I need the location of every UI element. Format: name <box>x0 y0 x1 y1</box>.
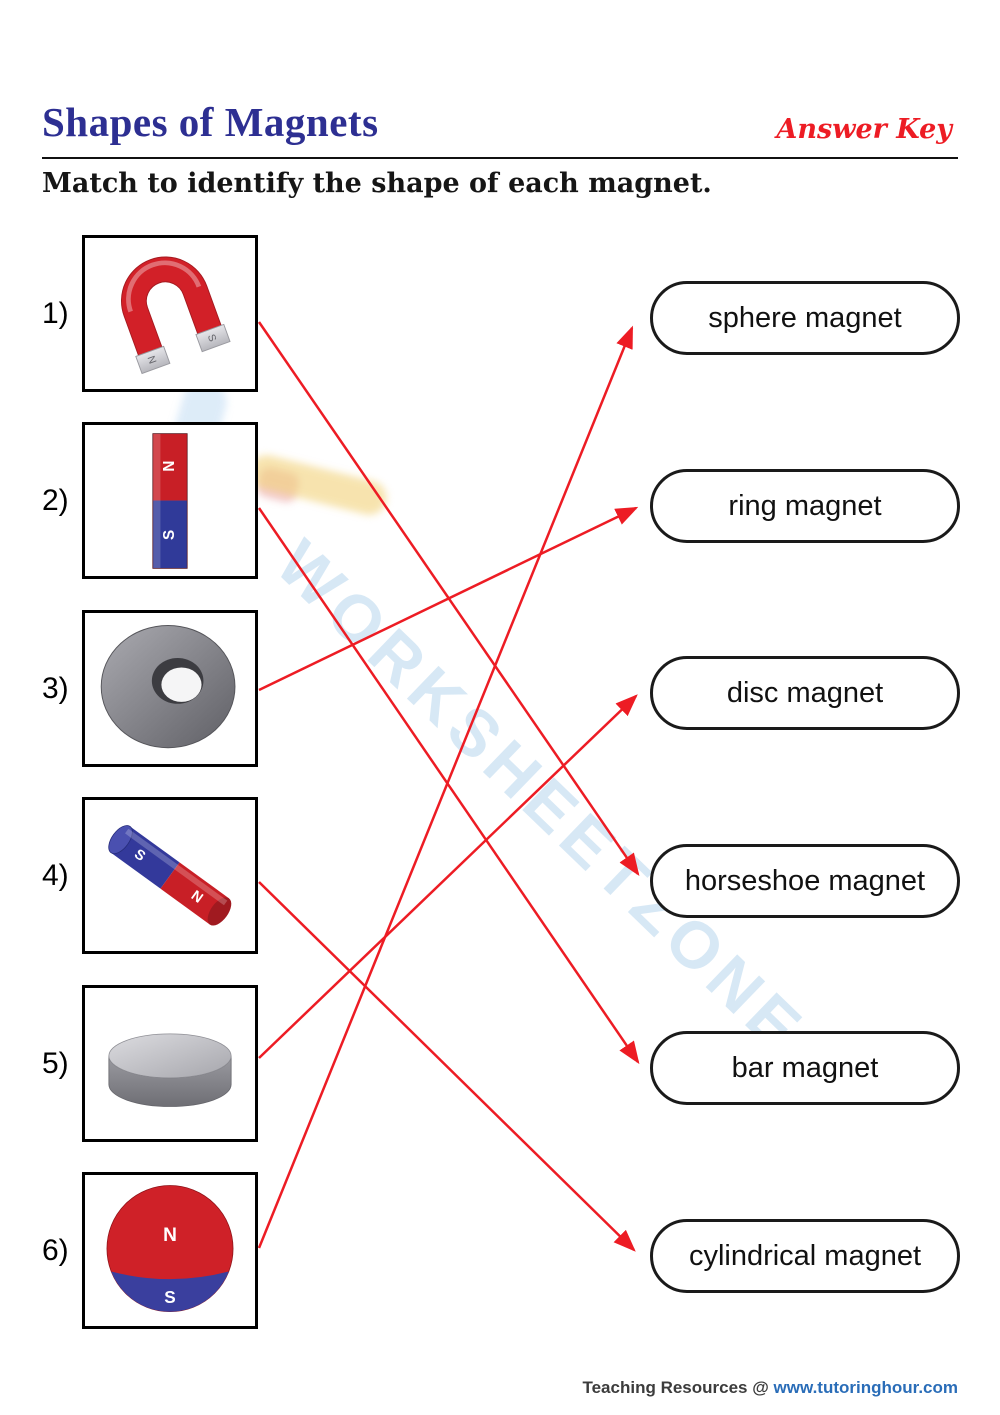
bar-pole-s-label: S <box>161 529 178 539</box>
footer-text: Teaching Resources @ <box>582 1378 774 1397</box>
answer-pill-horseshoe: horseshoe magnet <box>650 844 960 918</box>
sphere-magnet-image: N S <box>82 1172 258 1329</box>
item-row-1: 1) N S <box>42 235 258 392</box>
footer: Teaching Resources @ www.tutoringhour.co… <box>582 1378 958 1398</box>
item-number-5: 5) <box>42 1046 69 1080</box>
horseshoe-magnet-icon: N S <box>121 256 231 374</box>
header-divider <box>42 157 958 159</box>
answer-label-horseshoe: horseshoe magnet <box>684 864 926 897</box>
disc-magnet-image <box>82 985 258 1142</box>
horseshoe-magnet-image: N S <box>82 235 258 392</box>
arrow-1-horseshoe <box>257 321 640 877</box>
arrow-6-sphere <box>257 325 634 1249</box>
item-row-3: 3) <box>42 610 258 767</box>
disc-magnet-icon <box>108 1033 232 1107</box>
answer-pill-sphere: sphere magnet <box>650 281 960 355</box>
footer-link[interactable]: www.tutoringhour.com <box>773 1378 958 1397</box>
instruction-text: Match to identify the shape of each magn… <box>42 168 712 199</box>
cylindrical-magnet-icon: S N <box>108 824 232 926</box>
answer-pill-disc: disc magnet <box>650 656 960 730</box>
arrow-4-cylindrical <box>258 881 636 1252</box>
answer-label-sphere: sphere magnet <box>708 301 902 334</box>
answer-pill-ring: ring magnet <box>650 469 960 543</box>
ring-magnet-image <box>82 610 258 767</box>
horseshoe-pole-n-label: N <box>145 354 159 365</box>
item-row-6: 6) N S <box>42 1172 258 1329</box>
bar-magnet-icon: N S <box>152 432 188 569</box>
arrow-3-ring <box>258 506 639 692</box>
watermark-red-decoration <box>254 465 302 505</box>
item-number-2: 2) <box>42 483 69 517</box>
item-number-1: 1) <box>42 296 69 330</box>
item-number-3: 3) <box>42 671 69 705</box>
item-row-4: 4) S N <box>42 797 258 954</box>
sphere-magnet-icon: N S <box>106 1184 234 1312</box>
bar-magnet-image: N S <box>82 422 258 579</box>
answer-label-bar: bar magnet <box>731 1051 879 1084</box>
item-row-2: 2) N S <box>42 422 258 579</box>
ring-magnet-icon <box>100 624 236 748</box>
cylindrical-magnet-image: S N <box>82 797 258 954</box>
horseshoe-pole-s-label: S <box>205 332 219 343</box>
arrow-5-disc <box>258 694 638 1059</box>
answer-label-disc: disc magnet <box>726 676 884 709</box>
answer-pill-bar: bar magnet <box>650 1031 960 1105</box>
bar-pole-n-label: N <box>161 460 178 471</box>
watermark-bar-decoration <box>245 451 391 519</box>
answer-pill-cylindrical: cylindrical magnet <box>650 1219 960 1293</box>
item-number-6: 6) <box>42 1233 69 1267</box>
answer-key-label: Answer Key <box>776 114 952 145</box>
sphere-pole-s-label: S <box>164 1287 175 1307</box>
answer-label-cylindrical: cylindrical magnet <box>688 1239 922 1272</box>
item-number-4: 4) <box>42 858 69 892</box>
answer-label-ring: ring magnet <box>728 489 882 522</box>
item-row-5: 5) <box>42 985 258 1142</box>
watermark-text: WORKSHEETZONE <box>262 525 821 1068</box>
page-title: Shapes of Magnets <box>42 99 379 145</box>
arrow-2-bar <box>257 507 640 1065</box>
sphere-pole-n-label: N <box>163 1224 177 1245</box>
